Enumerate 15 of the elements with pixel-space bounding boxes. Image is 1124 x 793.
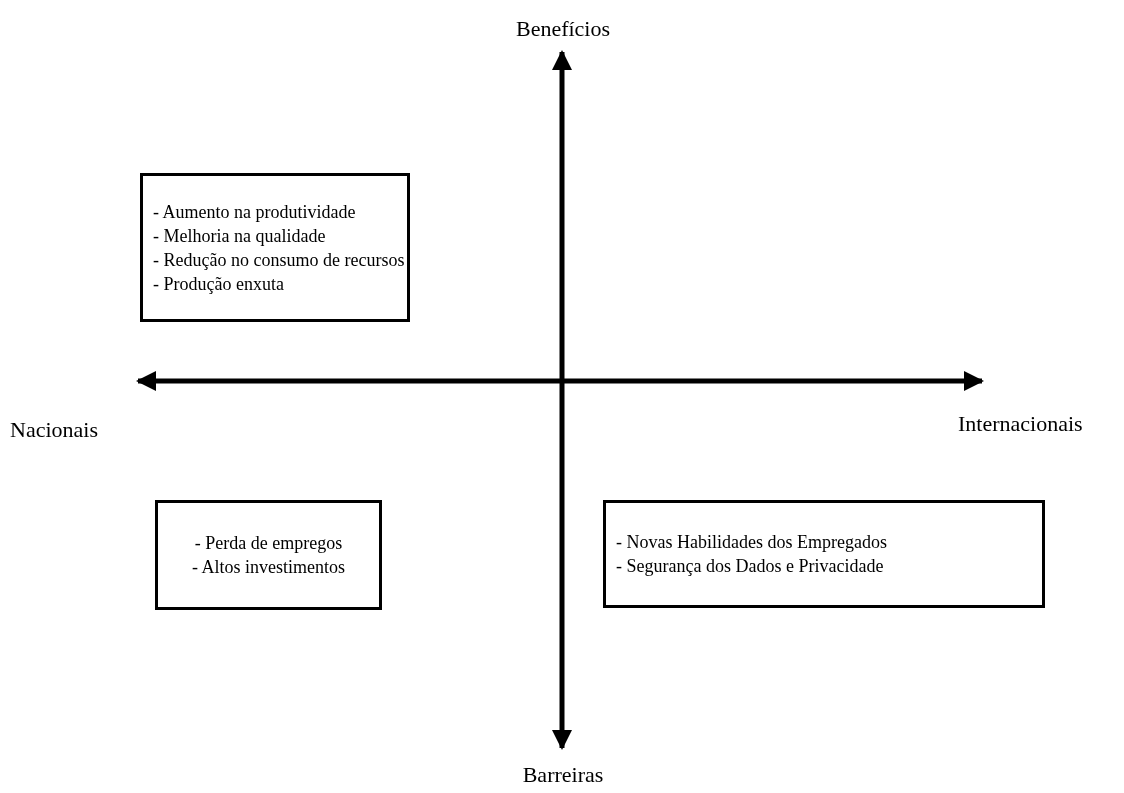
text-box <box>603 500 1045 608</box>
list-item: - Altos investimentos <box>192 556 345 579</box>
text-box <box>140 173 410 322</box>
list-item: - Aumento na produtividade <box>153 200 356 224</box>
text-box <box>155 500 382 610</box>
list-item: - Segurança dos Dados e Privacidade <box>616 555 884 578</box>
axis-label: Nacionais <box>10 417 98 443</box>
axis-label: Benefícios <box>515 16 611 42</box>
list-item: - Produção enxuta <box>153 272 284 296</box>
axis-label: Internacionais <box>958 411 1083 437</box>
axis-label: Barreiras <box>522 762 604 788</box>
list-item: - Perda de empregos <box>194 532 343 555</box>
list-item: - Melhoria na qualidade <box>153 224 326 248</box>
list-item: - Novas Habilidades dos Empregados <box>616 531 887 554</box>
list-item: - Redução no consumo de recursos <box>153 248 405 272</box>
